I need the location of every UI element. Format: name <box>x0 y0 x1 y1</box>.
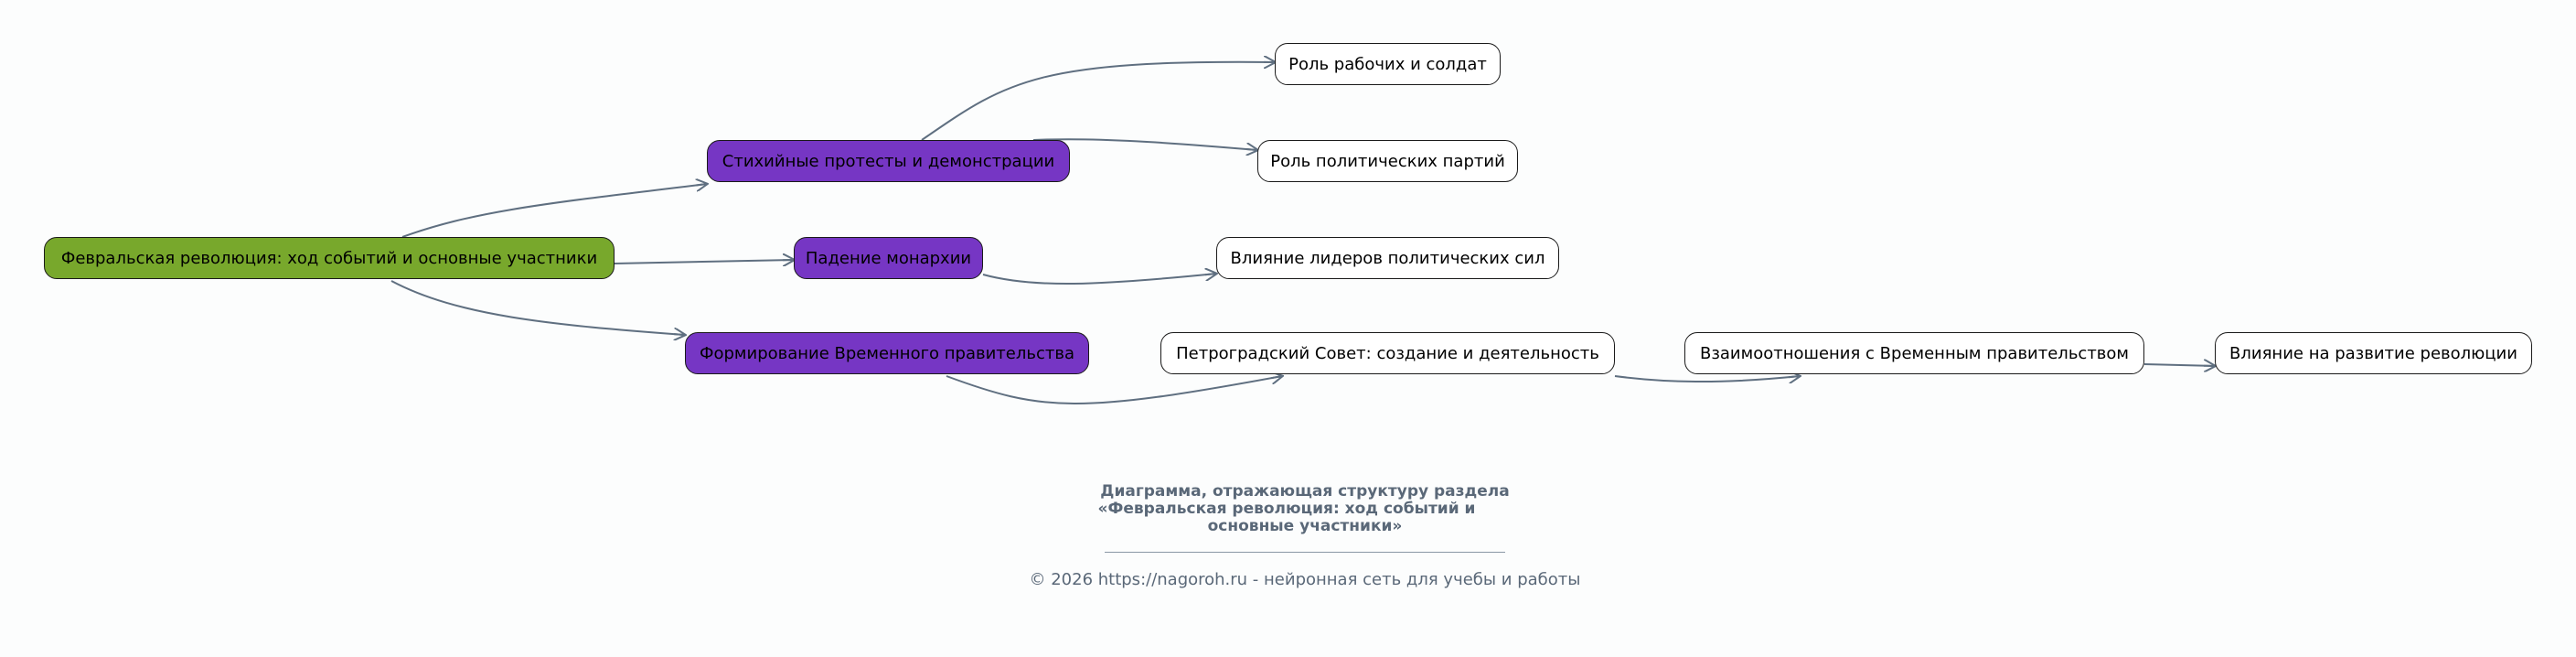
caption-line-2: «Февральская революция: ход событий и <box>1097 500 1476 518</box>
edge-root-government <box>390 280 685 335</box>
edge-protests-workers <box>921 62 1275 141</box>
caption-line-1: Диаграмма, отражающая структуру раздела <box>1100 482 1510 501</box>
edge-relations-impact <box>2143 364 2215 366</box>
node-leaders[interactable]: Влияние лидеров политических сил <box>1216 237 1559 279</box>
copyright-footer: © 2026 https://nagoroh.ru - нейронная се… <box>1029 570 1581 589</box>
node-root[interactable]: Февральская революция: ход событий и осн… <box>44 237 615 279</box>
node-impact[interactable]: Влияние на развитие революции <box>2215 332 2532 374</box>
node-monarchy[interactable]: Падение монархии <box>794 237 983 279</box>
edge-soviet-relations <box>1614 376 1800 382</box>
node-government[interactable]: Формирование Временного правительства <box>685 332 1089 374</box>
edge-root-monarchy <box>614 260 794 264</box>
node-soviet[interactable]: Петроградский Совет: создание и деятельн… <box>1160 332 1615 374</box>
node-protests[interactable]: Стихийные протесты и демонстрации <box>707 140 1070 182</box>
node-workers[interactable]: Роль рабочих и солдат <box>1275 43 1501 85</box>
edge-protests-parties <box>1032 138 1257 150</box>
diagram-caption: Диаграмма, отражающая структуру раздела … <box>1031 483 1579 535</box>
caption-line-3: основные участники» <box>1207 517 1403 535</box>
edge-root-protests <box>401 184 707 238</box>
edge-monarchy-leaders <box>982 274 1216 285</box>
edge-government-soviet <box>946 376 1282 404</box>
node-parties[interactable]: Роль политических партий <box>1257 140 1518 182</box>
caption-divider <box>1105 552 1505 553</box>
node-relations[interactable]: Взаимоотношения с Временным правительств… <box>1684 332 2144 374</box>
